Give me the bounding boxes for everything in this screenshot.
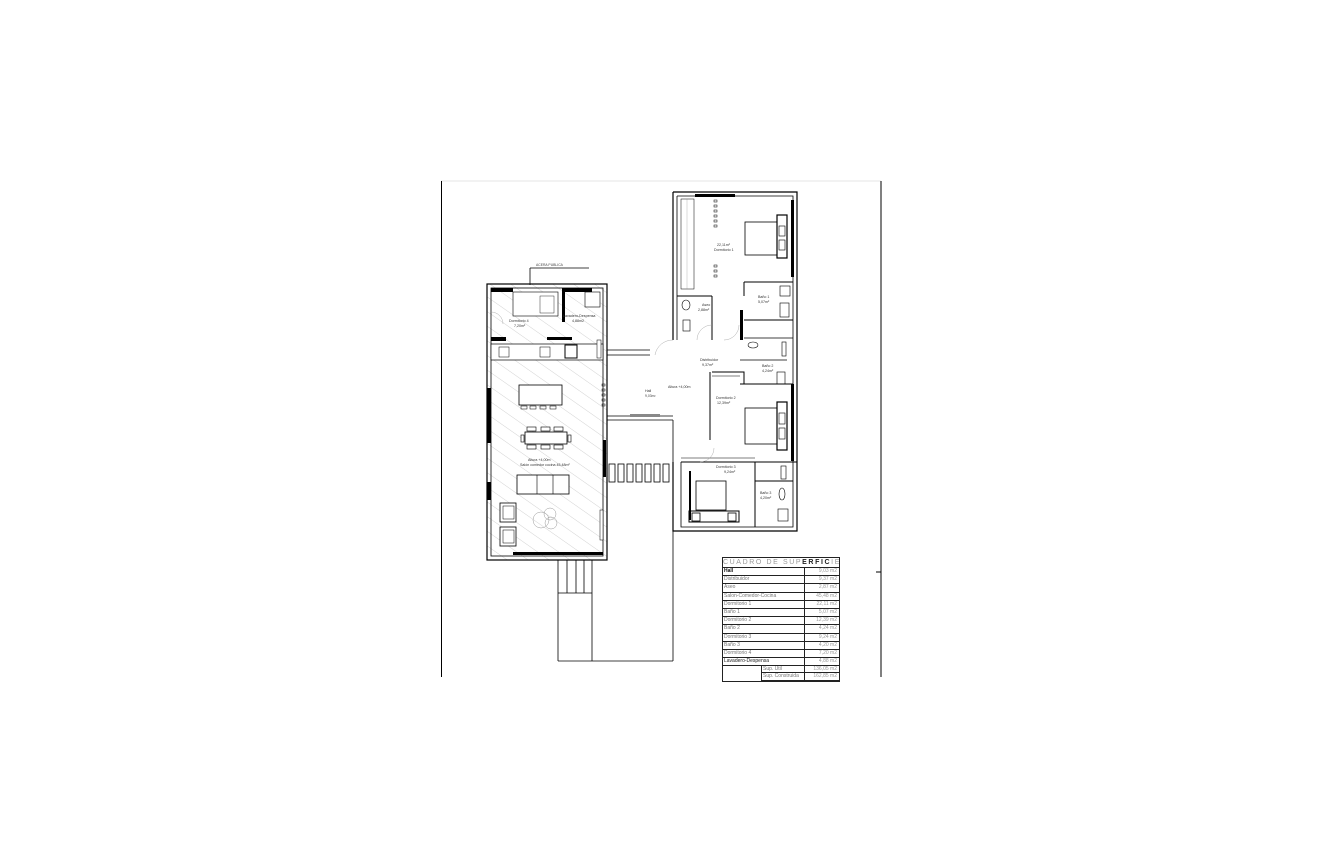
svg-text:Baño 1: Baño 1 xyxy=(758,295,769,299)
svg-text:Lavadero-Despensa: Lavadero-Despensa xyxy=(563,314,595,318)
svg-text:Dormitorio 2: Dormitorio 2 xyxy=(716,396,736,400)
svg-text:7,20m²: 7,20m² xyxy=(514,324,526,328)
svg-text:Baño 2: Baño 2 xyxy=(762,364,773,368)
svg-text:4,20m²: 4,20m² xyxy=(760,496,772,500)
svg-text:4,24m²: 4,24m² xyxy=(762,369,774,373)
svg-text:Baño 3: Baño 3 xyxy=(760,491,771,495)
svg-text:Hall: Hall xyxy=(645,389,651,393)
terrace-area xyxy=(557,349,674,662)
left-wing xyxy=(486,283,608,561)
svg-text:9,03m²: 9,03m² xyxy=(645,394,656,398)
svg-text:9,24m²: 9,24m² xyxy=(724,470,736,474)
svg-text:22,11m²: 22,11m² xyxy=(717,243,731,247)
svg-text:Altura +4,00m: Altura +4,00m xyxy=(528,458,550,462)
svg-text:Dormitorio 4: Dormitorio 4 xyxy=(509,319,529,323)
svg-text:2,88m²: 2,88m² xyxy=(698,308,710,312)
svg-text:Dormitorio 3: Dormitorio 3 xyxy=(716,465,736,469)
sheet-frame xyxy=(441,180,882,677)
svg-text:Dormitorio 1: Dormitorio 1 xyxy=(714,248,734,252)
svg-text:9,37m²: 9,37m² xyxy=(702,363,714,367)
surface-table-title: CUADRO DE SUPERFICIES xyxy=(723,558,839,568)
left-wing-labels: Dormitorio 4 7,20m² Lavadero-Despensa 4,… xyxy=(509,314,595,467)
street-label: ACERA PUBLICA xyxy=(529,263,589,285)
svg-text:4,88m2: 4,88m2 xyxy=(572,319,584,323)
svg-text:Aseo: Aseo xyxy=(702,303,710,307)
svg-text:Altura +4,00m: Altura +4,00m xyxy=(668,385,690,389)
svg-text:ACERA PUBLICA: ACERA PUBLICA xyxy=(536,263,564,267)
right-wing-labels: 22,11m² Dormitorio 1 Aseo 2,88m² Baño 1 … xyxy=(645,243,774,500)
svg-text:5,07m²: 5,07m² xyxy=(758,300,770,304)
right-wing xyxy=(654,191,798,532)
svg-text:12,39m²: 12,39m² xyxy=(717,401,731,405)
svg-text:Salón comedor cocina 45,48m²: Salón comedor cocina 45,48m² xyxy=(520,463,571,467)
svg-text:Distribuidor: Distribuidor xyxy=(700,358,719,362)
